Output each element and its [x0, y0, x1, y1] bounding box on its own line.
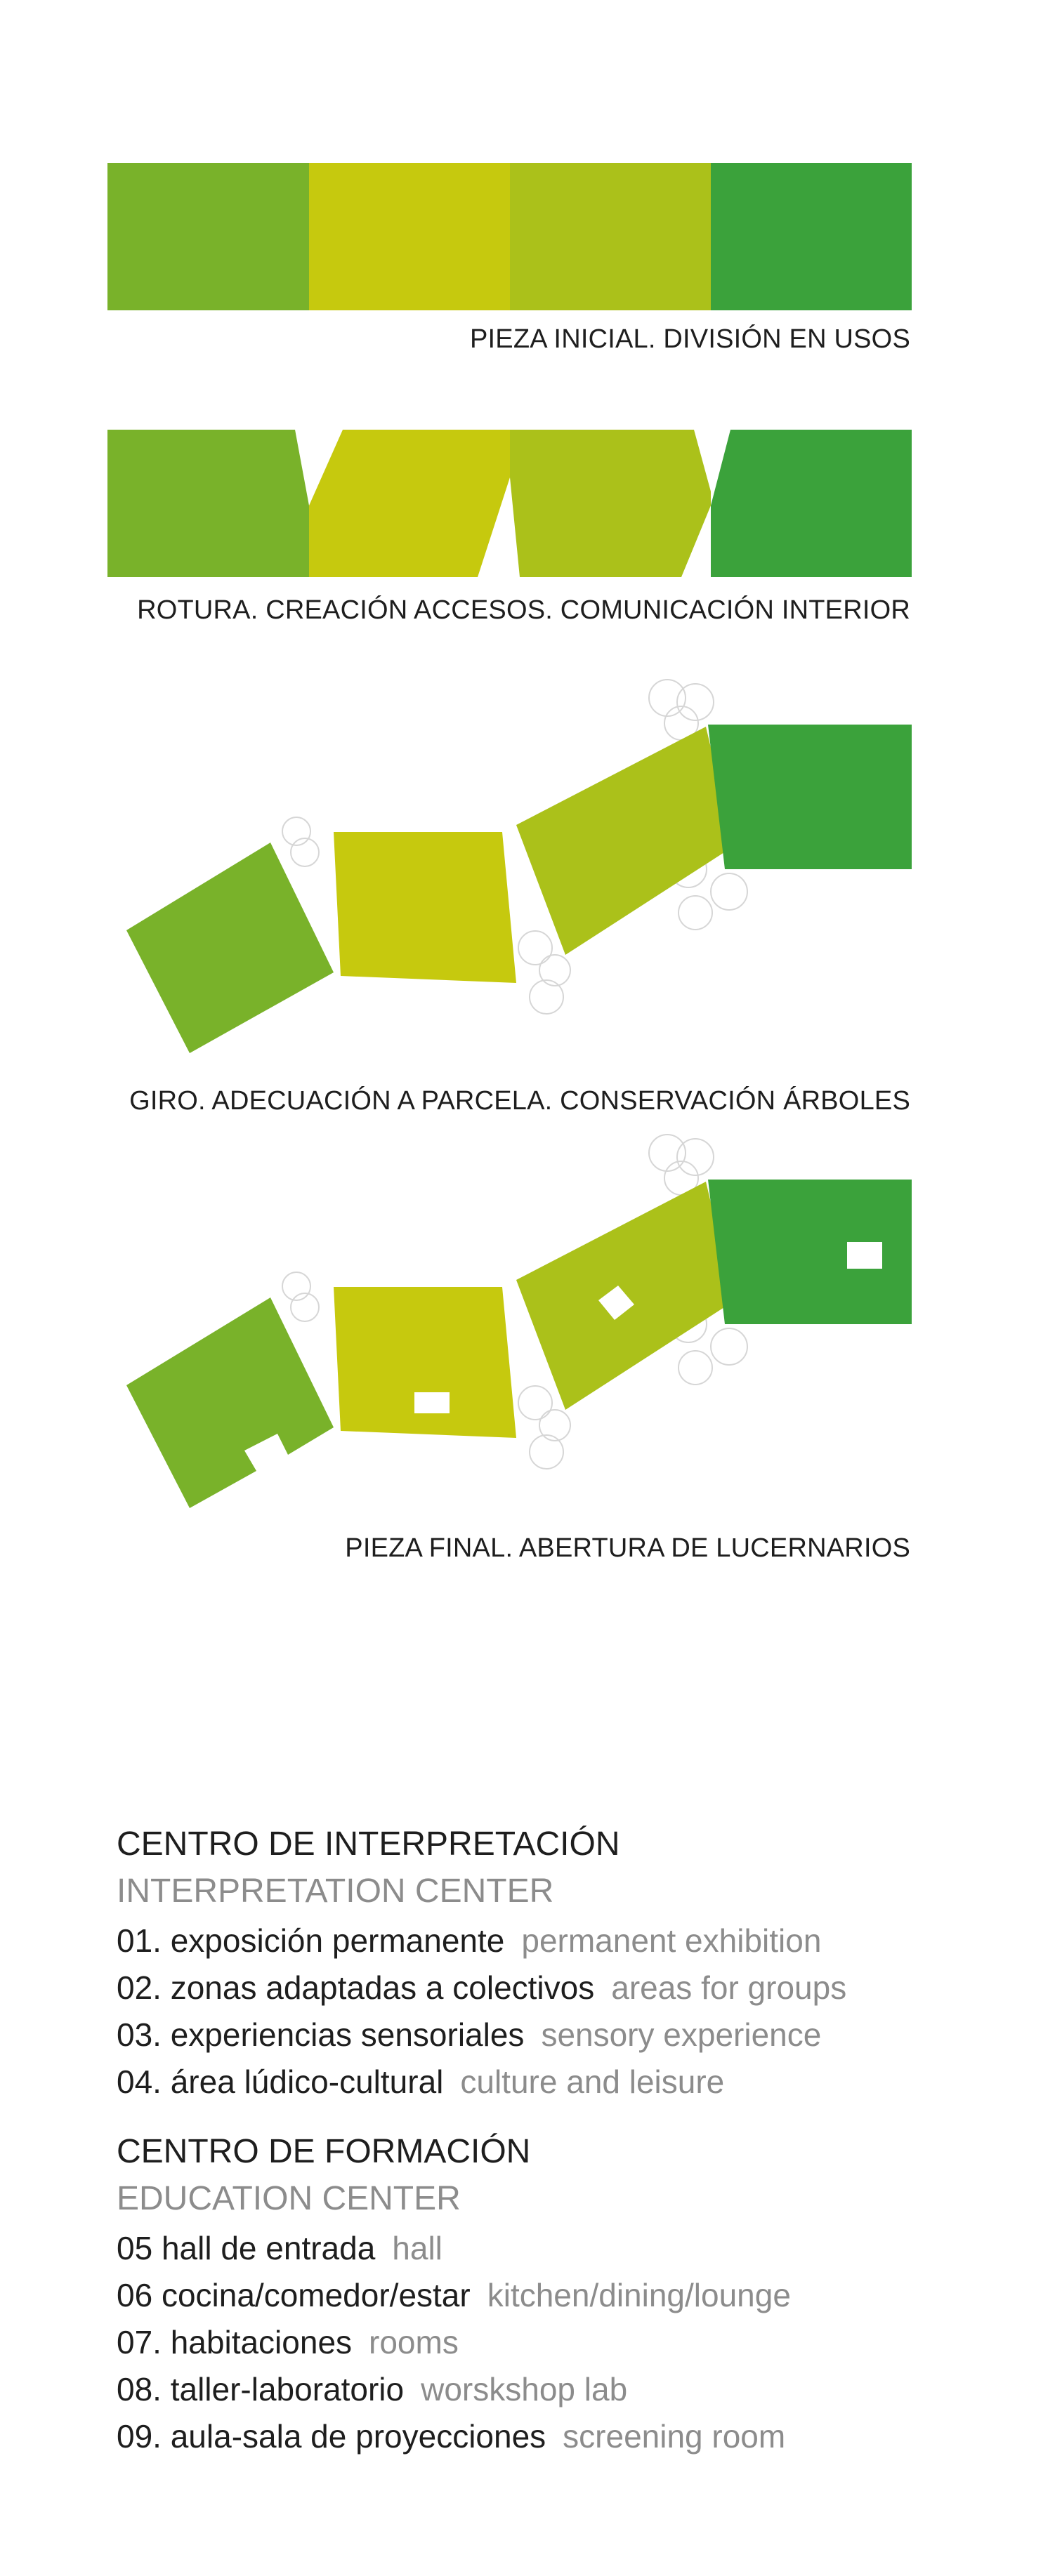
block-1 [126, 1297, 334, 1508]
interpretation-title: CENTRO DE INTERPRETACIÓN [117, 1825, 620, 1863]
program-legend: CENTRO DE INTERPRETACIÓN INTERPRETATION … [117, 1821, 995, 2460]
education-group: CENTRO DE FORMACIÓN EDUCATION CENTER 05 … [117, 2128, 995, 2460]
legend-item: 06 cocina/comedor/estar kitchen/dining/lo… [117, 2272, 995, 2319]
item-en: kitchen/dining/lounge [487, 2277, 791, 2313]
item-en: rooms [369, 2324, 459, 2360]
item-es: 07. habitaciones [117, 2324, 353, 2360]
item-es: 08. taller-laboratorio [117, 2371, 405, 2407]
tree-circles [282, 1134, 748, 1469]
item-en: areas for groups [611, 1969, 847, 2006]
legend-item: 08. taller-laboratorio worskshop lab [117, 2366, 995, 2413]
massing-diagram [107, 163, 912, 1508]
skylight-4 [847, 1242, 882, 1269]
item-es: 02. zonas adaptadas a colectivos [117, 1969, 595, 2006]
block-4 [711, 430, 912, 577]
block-3 [510, 163, 711, 310]
legend-item: 09. aula-sala de proyecciones screening r… [117, 2413, 995, 2460]
block-2 [334, 1287, 516, 1438]
item-es: 01. exposición permanente [117, 1922, 505, 1959]
block-1 [126, 843, 334, 1053]
item-en: sensory experience [541, 2016, 822, 2053]
item-en: screening room [563, 2418, 786, 2455]
step1-initial-piece [107, 163, 912, 310]
item-es: 04. área lúdico-cultural [117, 2063, 444, 2100]
legend-item: 02. zonas adaptadas a colectivos areas fo… [117, 1964, 995, 2012]
skylight-2 [414, 1392, 450, 1413]
step1-caption: PIEZA INICIAL. DIVISIÓN EN USOS [469, 324, 910, 354]
block-1 [107, 430, 309, 577]
item-es: 09. aula-sala de proyecciones [117, 2418, 546, 2455]
tree-circles [282, 679, 748, 1015]
skylight-3 [598, 1286, 634, 1320]
block-4 [708, 1180, 912, 1324]
legend-item: 04. área lúdico-cultural culture and leis… [117, 2059, 995, 2106]
education-subtitle: EDUCATION CENTER [117, 2180, 461, 2217]
interpretation-group: CENTRO DE INTERPRETACIÓN INTERPRETATION … [117, 1821, 995, 2106]
legend-item: 01. exposición permanente permanent exhib… [117, 1917, 995, 1964]
block-3 [510, 430, 711, 577]
item-en: permanent exhibition [521, 1922, 822, 1959]
legend-item: 03. experiencias sensoriales sensory expe… [117, 2012, 995, 2059]
item-en: hall [392, 2230, 442, 2266]
block-2 [334, 832, 516, 983]
step3-rotated-piece [126, 679, 912, 1053]
block-2 [309, 430, 510, 577]
step4-caption: PIEZA FINAL. ABERTURA DE LUCERNARIOS [345, 1533, 910, 1563]
interpretation-subtitle: INTERPRETATION CENTER [117, 1872, 554, 1910]
legend-item: 07. habitaciones rooms [117, 2319, 995, 2366]
step2-broken-piece [107, 430, 912, 577]
step4-final-piece [126, 1134, 912, 1508]
step3-caption: GIRO. ADECUACIÓN A PARCELA. CONSERVACIÓN… [129, 1086, 910, 1116]
block-2 [309, 163, 510, 310]
block-3 [516, 727, 734, 955]
item-es: 03. experiencias sensoriales [117, 2016, 525, 2053]
block-4 [711, 163, 912, 310]
item-es: 06 cocina/comedor/estar [117, 2277, 471, 2313]
legend-item: 05 hall de entrada hall [117, 2225, 995, 2272]
item-en: worskshop lab [421, 2371, 628, 2407]
step2-caption: ROTURA. CREACIÓN ACCESOS. COMUNICACIÓN I… [137, 595, 910, 625]
education-title: CENTRO DE FORMACIÓN [117, 2133, 531, 2170]
item-en: culture and leisure [460, 2063, 725, 2100]
block-4 [708, 725, 912, 869]
block-1 [107, 163, 309, 310]
item-es: 05 hall de entrada [117, 2230, 376, 2266]
